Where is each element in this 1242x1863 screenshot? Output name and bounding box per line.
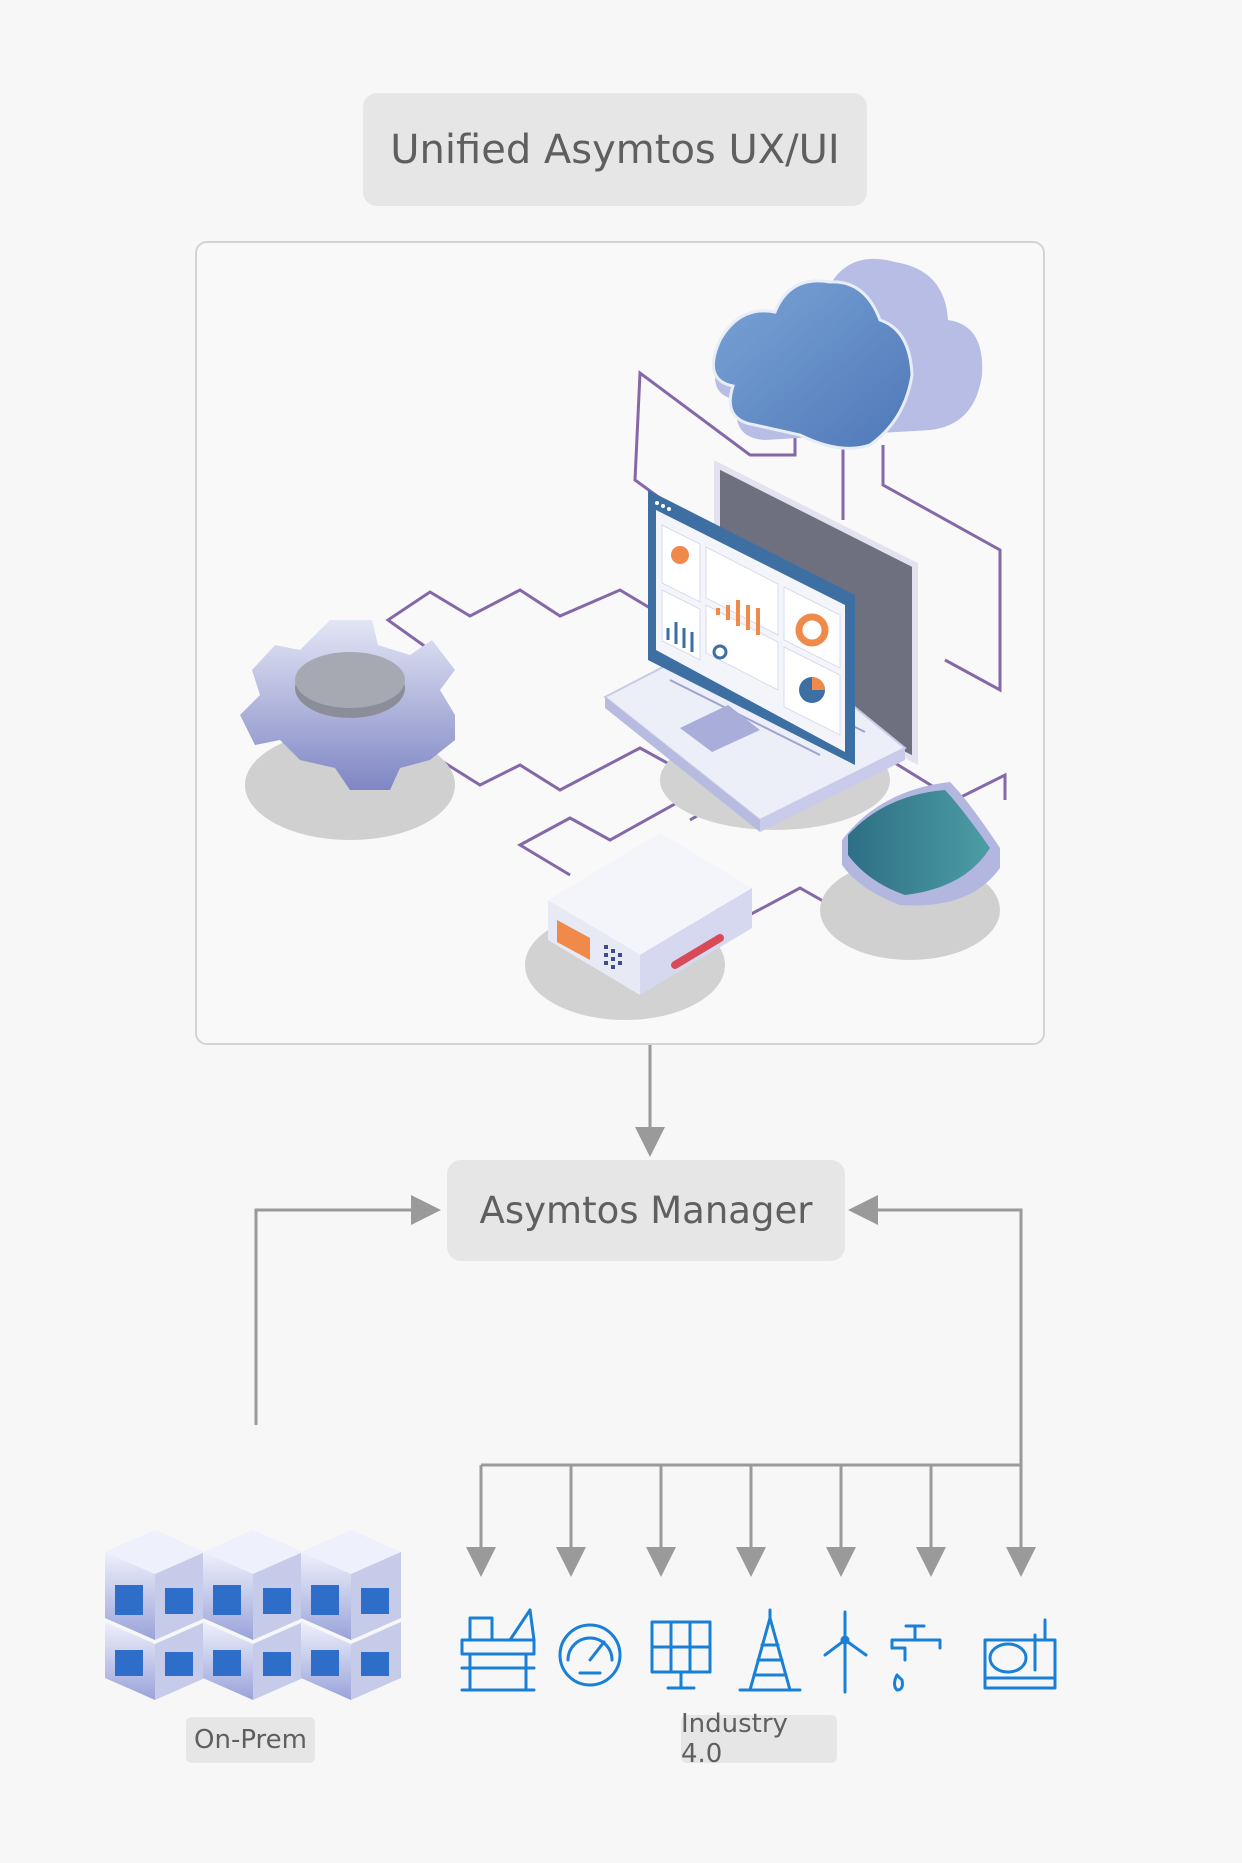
- on-prem-servers-icon: [105, 1530, 401, 1700]
- oil-derrick-icon: [738, 1608, 802, 1692]
- on-prem-tag: On-Prem: [186, 1717, 315, 1763]
- manager-box: Asymtos Manager: [447, 1160, 845, 1261]
- server-cube: [203, 1530, 303, 1640]
- gauge-icon: [558, 1623, 622, 1687]
- server-cube: [203, 1622, 303, 1700]
- server-cube: [301, 1622, 401, 1700]
- solar-panel-icon: [650, 1620, 712, 1690]
- wind-turbine-icon: [823, 1610, 868, 1694]
- flow-arrows: [254, 1045, 1036, 1577]
- server-box-icon: [525, 833, 752, 1020]
- manager-text: Asymtos Manager: [479, 1189, 813, 1232]
- factory-tank-icon: [983, 1618, 1057, 1690]
- gear-icon: [240, 620, 455, 840]
- industry-label: Industry 4.0: [681, 1709, 788, 1769]
- water-tap-icon: [890, 1624, 942, 1692]
- on-prem-label: On-Prem: [194, 1725, 307, 1755]
- oil-rig-icon: [460, 1608, 536, 1692]
- title-box: Unified Asymtos UX/UI: [363, 93, 867, 206]
- cloud-icon: [711, 258, 983, 450]
- laptop-dashboard-icon: [603, 460, 918, 832]
- title-text: Unified Asymtos UX/UI: [390, 126, 840, 173]
- server-cube: [105, 1622, 205, 1700]
- industry-tag: Industry 4.0: [681, 1709, 837, 1769]
- server-cube: [105, 1530, 205, 1640]
- server-cube: [301, 1530, 401, 1640]
- shield-icon: [820, 782, 1000, 960]
